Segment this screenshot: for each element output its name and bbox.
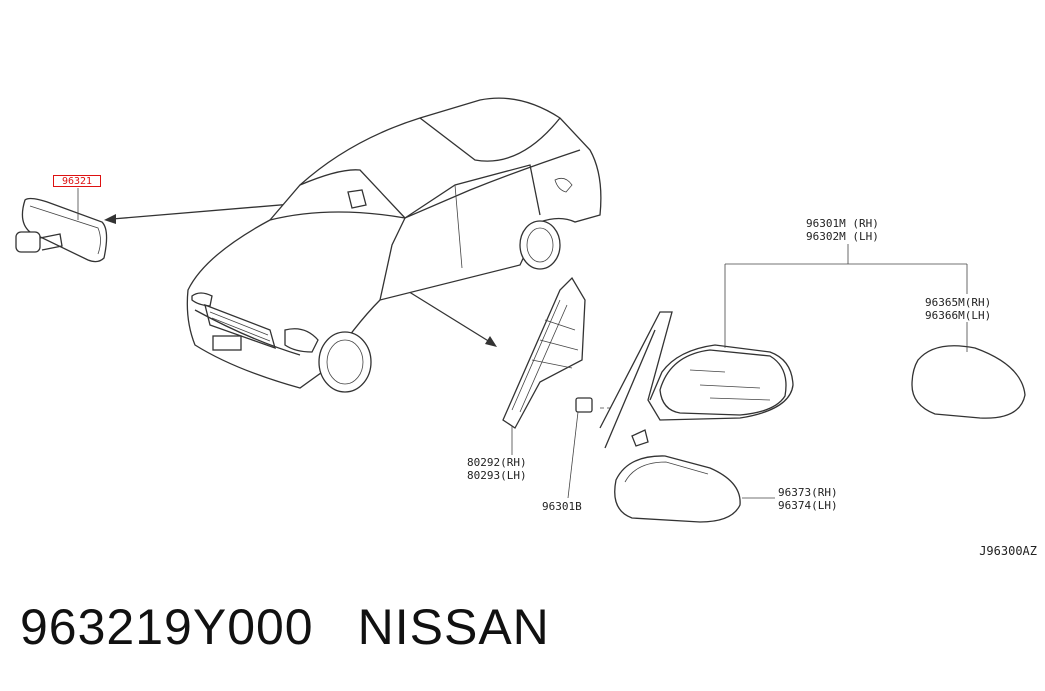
- inside-mirror-drawing: [15, 188, 108, 263]
- highlighted-part-number[interactable]: 96321: [53, 175, 101, 187]
- bracket-drawing: [502, 276, 586, 455]
- car-drawing: [186, 97, 602, 393]
- label-glass-lh: 96366M(LH): [925, 309, 992, 322]
- label-mirror-rh: 96301M (RH): [806, 217, 879, 230]
- leader-lines: [724, 244, 968, 499]
- label-mirror-lh: 96302M (LH): [806, 230, 879, 243]
- label-glass-rh: 96365M(RH): [925, 296, 992, 309]
- label-cover-lh: 96374(LH): [778, 499, 838, 512]
- mirror-glass-drawing: [911, 345, 1026, 419]
- label-cover-rh: 96373(RH): [778, 486, 838, 499]
- label-clip: 96301B: [542, 500, 582, 513]
- part-title: 963219Y000 NISSAN: [20, 598, 594, 656]
- brand-name: NISSAN: [357, 599, 550, 655]
- label-bracket-rh: 80292(RH): [467, 456, 527, 469]
- outside-mirror-drawing: [599, 311, 794, 449]
- mirror-cover-drawing: [614, 455, 741, 523]
- diagram-code: J96300AZ: [979, 544, 1037, 558]
- part-number: 963219Y000: [20, 599, 314, 655]
- label-bracket-lh: 80293(LH): [467, 469, 527, 482]
